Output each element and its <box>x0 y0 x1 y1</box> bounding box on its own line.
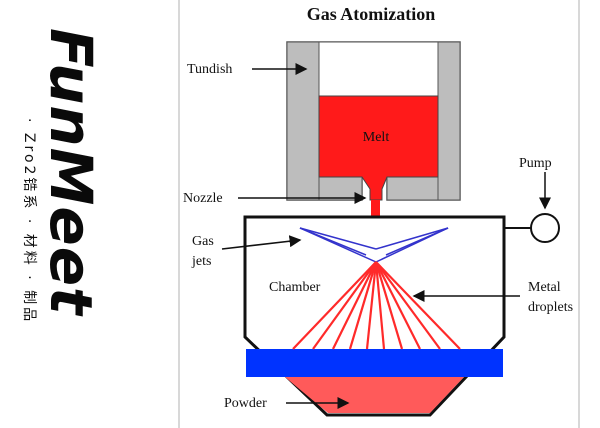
gas-jets-label-line1: Gas <box>192 234 214 249</box>
brand-sidebar: FunMeet · Zro2锆系 · 材料 · 制品 <box>0 0 178 428</box>
melt-label: Melt <box>363 130 390 145</box>
gas-jets-label-line2: jets <box>191 254 211 269</box>
frame-left-line <box>178 0 180 428</box>
pump-symbol <box>530 213 560 243</box>
metal-droplets <box>292 261 461 350</box>
nozzle-label: Nozzle <box>183 191 223 206</box>
metal-droplets-label-line2: droplets <box>528 300 573 315</box>
melt-pool <box>318 95 439 201</box>
metal-droplets-label-line1: Metal <box>528 280 561 295</box>
blue-layer <box>246 349 503 377</box>
powder-pile <box>285 377 464 413</box>
pump-label: Pump <box>519 156 552 171</box>
gas-jets <box>299 227 449 263</box>
frame-right-line <box>578 0 580 428</box>
diagram-title: Gas Atomization <box>307 4 436 24</box>
chamber-label: Chamber <box>269 280 321 295</box>
tundish-label: Tundish <box>187 62 232 77</box>
powder-label: Powder <box>224 396 267 411</box>
